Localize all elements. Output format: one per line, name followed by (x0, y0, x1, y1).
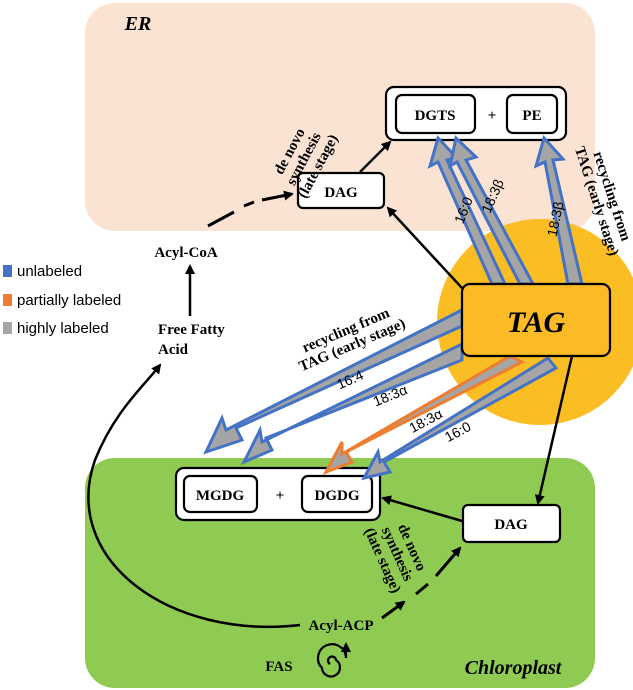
mgdg-box (182, 474, 259, 514)
acyl-acp-label: Acyl-ACP (309, 618, 374, 634)
mgdg-label: MGDG (196, 488, 245, 504)
pe-label: PE (522, 108, 541, 124)
er-dag-box (296, 171, 386, 210)
curved-arrow-acylacp-to-ffa (87, 363, 301, 628)
dgts-box (394, 93, 477, 135)
cp-recycling-annotation: recycling from TAG (early stage) (297, 305, 408, 375)
ffa-label-line2: Acid (158, 342, 189, 358)
er-plus-sign: + (488, 108, 497, 124)
tag-label: TAG (507, 306, 566, 339)
legend-swatch-highly-labeled (3, 322, 12, 334)
dashed-arrow-acylacp-to-cp-dag (381, 546, 462, 620)
flow-arrow-tag-to-dgdg-3 (361, 356, 559, 481)
cp-dag-label: DAG (494, 517, 528, 533)
flow-arrow-tag-to-pe (533, 134, 584, 286)
cp-dag-box (461, 503, 562, 544)
acyl-coa-label: Acyl-CoA (154, 245, 217, 261)
flow-arrow-tag-to-dgts-1 (427, 135, 508, 286)
legend-swatch-unlabeled (3, 265, 12, 277)
cp-plus-sign: + (276, 488, 285, 504)
dashed-arrow-acylcoa-to-er-dag (207, 190, 294, 228)
arrow-tag-to-er-dag (386, 206, 463, 289)
legend-label-unlabeled: unlabeled (17, 263, 82, 280)
dgdg-label: DGDG (315, 488, 360, 504)
flow-arrow-tag-to-dgdg-2 (322, 354, 526, 475)
legend-label-highly-labeled: highly labeled (17, 320, 109, 337)
flow-arrow-tag-to-dgdg-1 (240, 341, 464, 465)
chloroplast-label: Chloroplast (465, 657, 563, 679)
flow-label-pe: 18:3β (544, 200, 567, 238)
dgdg-box (300, 474, 374, 514)
arrow-er-dag-to-dgts (359, 140, 392, 173)
arrow-cp-dag-to-dgdg (381, 495, 463, 523)
pe-box (505, 93, 559, 135)
legend: unlabeled partially labeled highly label… (3, 263, 121, 337)
er-dag-label: DAG (324, 185, 358, 201)
fas-label: FAS (265, 659, 292, 675)
flow-arrow-tag-to-dgts-2 (447, 135, 536, 286)
dgts-label: DGTS (415, 108, 456, 124)
ffa-label-line1: Free Fatty (158, 322, 225, 338)
tag-box (460, 282, 612, 358)
fas-spiral-icon (316, 642, 351, 678)
legend-label-partially-labeled: partially labeled (17, 292, 121, 309)
flow-arrow-tag-to-mgdg (203, 307, 464, 455)
legend-swatch-partially-labeled (3, 294, 12, 306)
arrow-tag-to-cp-dag (534, 355, 574, 505)
er-label: ER (124, 13, 152, 35)
